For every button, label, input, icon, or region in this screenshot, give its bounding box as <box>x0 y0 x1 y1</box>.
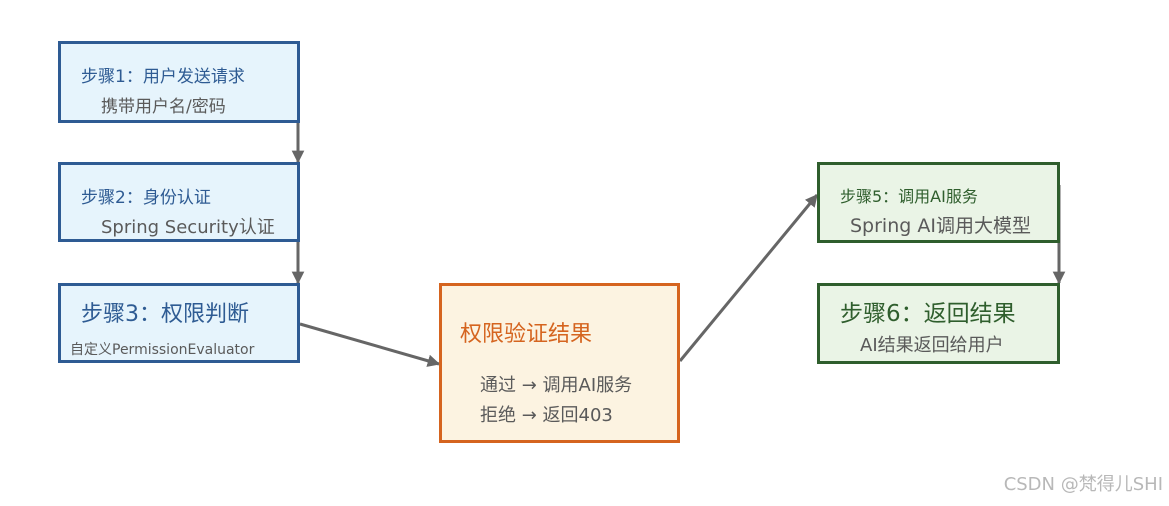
step1-box: 步骤1：用户发送请求 携带用户名/密码 <box>58 41 300 123</box>
step5-box: 步骤5：调用AI服务 Spring AI调用大模型 <box>817 162 1060 243</box>
step5-title: 步骤5：调用AI服务 <box>840 187 978 206</box>
step3-box: 步骤3：权限判断 自定义PermissionEvaluator <box>58 283 300 363</box>
step2-subtitle: Spring Security认证 <box>101 217 275 238</box>
step1-subtitle: 携带用户名/密码 <box>101 97 226 117</box>
arrow-decision-to-step5 <box>678 194 819 362</box>
decision-box: 权限验证结果 通过 → 调用AI服务 拒绝 → 返回403 <box>439 283 680 443</box>
arrow-step3-to-decision <box>299 322 441 367</box>
step6-title: 步骤6：返回结果 <box>840 301 1016 327</box>
step2-box: 步骤2：身份认证 Spring Security认证 <box>58 162 300 242</box>
decision-pass-text: 通过 → 调用AI服务 <box>480 375 633 396</box>
decision-title: 权限验证结果 <box>460 322 593 347</box>
step3-title: 步骤3：权限判断 <box>81 302 249 327</box>
csdn-watermark: CSDN @梵得儿SHI <box>1003 474 1163 495</box>
step2-title: 步骤2：身份认证 <box>81 188 211 208</box>
step6-subtitle: AI结果返回给用户 <box>860 335 1004 356</box>
decision-reject-text: 拒绝 → 返回403 <box>480 405 613 426</box>
step1-title: 步骤1：用户发送请求 <box>81 67 245 87</box>
step5-subtitle: Spring AI调用大模型 <box>850 215 1031 237</box>
step6-box: 步骤6：返回结果 AI结果返回给用户 <box>817 283 1060 364</box>
step3-subtitle: 自定义PermissionEvaluator <box>70 342 255 358</box>
